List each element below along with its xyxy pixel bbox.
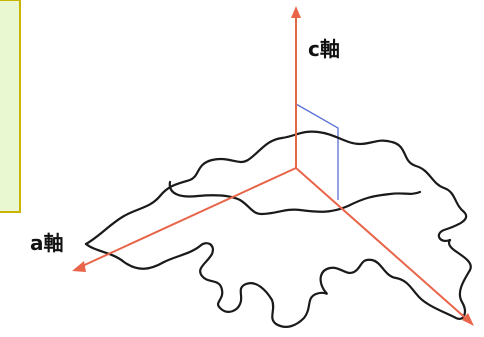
side-panel-border [0,0,21,213]
a-axis-label: a軸 [30,231,64,255]
arrowheads [72,6,474,326]
crystal-front-edge [84,238,472,328]
b-axis-line [295,167,471,323]
side-panel [0,0,21,213]
c-axis-arrowhead [291,6,301,18]
axes [77,14,471,323]
crystal-outline [84,130,472,328]
crystal-back-edge [84,130,468,246]
a-axis-arrowhead [72,261,86,272]
a-axis-line [77,167,297,269]
crystal-inner-band [168,180,422,216]
c-axis-label: c軸 [308,37,340,61]
b-axis-arrowhead [462,313,474,326]
guide-line-box [295,103,339,200]
